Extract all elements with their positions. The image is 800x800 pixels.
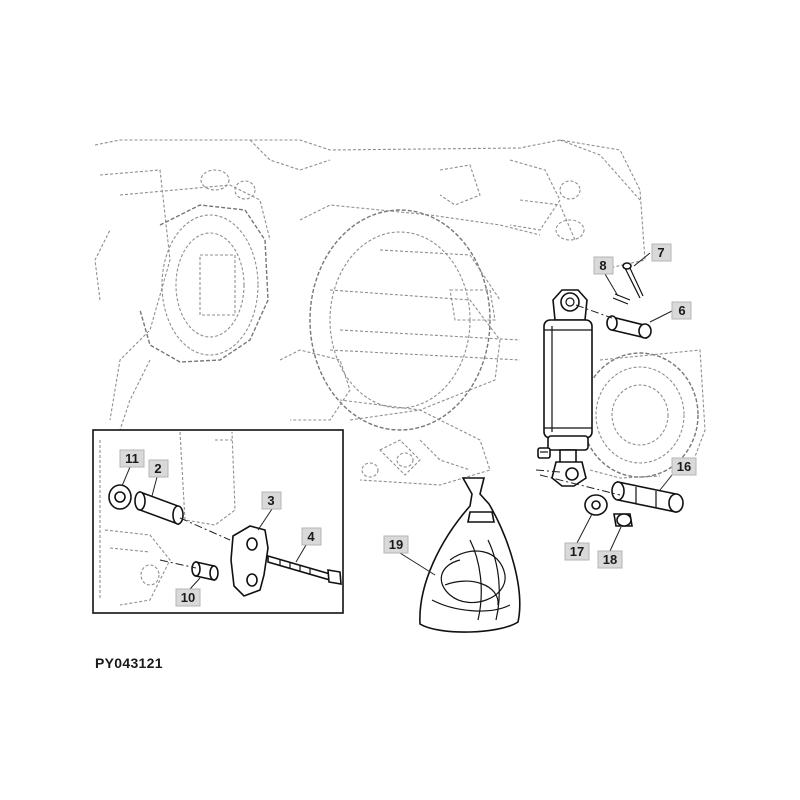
- callout-7-label: 7: [657, 245, 664, 260]
- callout-3-label: 3: [267, 493, 274, 508]
- callout-16: 16: [659, 457, 697, 491]
- assembly-axis-lines: [535, 304, 621, 496]
- callout-19-label: 19: [389, 537, 403, 552]
- callout-11: 11: [119, 449, 145, 487]
- callout-7: 7: [633, 243, 672, 267]
- linch-pin-7: [622, 262, 644, 299]
- callout-6: 6: [649, 301, 692, 323]
- washer-17: [584, 494, 608, 516]
- callout-18-label: 18: [603, 552, 617, 567]
- bolt-18: [613, 513, 633, 527]
- callout-11-label: 11: [125, 451, 139, 466]
- bracket-3: [230, 525, 269, 597]
- callout-19: 19: [383, 535, 436, 576]
- hydraulic-cylinder: [537, 289, 593, 487]
- callout-8-label: 8: [599, 258, 606, 273]
- callout-3: 3: [257, 491, 282, 531]
- background-chassis-outline: [94, 139, 646, 486]
- callout-16-label: 16: [677, 459, 691, 474]
- callout-6-label: 6: [678, 303, 685, 318]
- callout-4-label: 4: [307, 529, 315, 544]
- callout-4: 4: [295, 527, 322, 563]
- callout-8: 8: [593, 256, 619, 297]
- detail-inset: [92, 429, 344, 614]
- callout-17-label: 17: [570, 544, 584, 559]
- callout-10: 10: [175, 577, 201, 607]
- callout-18: 18: [597, 526, 623, 569]
- figure-id: PY043121: [95, 655, 163, 671]
- parts-bag-19: [419, 477, 521, 633]
- callout-10-label: 10: [181, 590, 195, 605]
- callout-17: 17: [564, 513, 593, 561]
- pin-6: [606, 315, 652, 340]
- callout-2-label: 2: [154, 461, 161, 476]
- callout-2: 2: [148, 459, 169, 497]
- pin-16: [611, 481, 684, 513]
- clip-8: [612, 293, 631, 305]
